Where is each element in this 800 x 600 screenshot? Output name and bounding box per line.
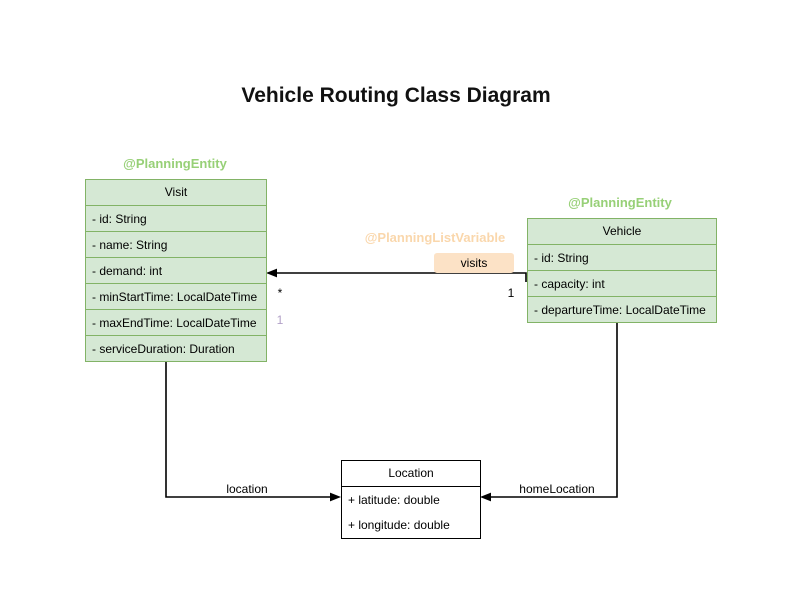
location-edge: [165, 362, 331, 498]
visit-planning-entity-annotation[interactable]: @PlanningEntity: [123, 156, 227, 171]
planning-list-variable-annotation[interactable]: @PlanningListVariable: [364, 230, 506, 245]
class-vehicle-attribute-departure-time: - departureTime: LocalDateTime: [528, 296, 716, 322]
diagram-title: Vehicle Routing Class Diagram: [241, 84, 551, 107]
class-vehicle-title: Vehicle: [602, 224, 642, 238]
visits-faded-multiplicity[interactable]: 1: [276, 313, 284, 327]
class-visit-attribute-demand: - demand: int: [86, 257, 266, 283]
vehicle-planning-entity-annotation[interactable]: @PlanningEntity: [568, 195, 672, 210]
class-visit-attribute-min-start-time: - minStartTime: LocalDateTime: [86, 283, 266, 309]
class-visit-attribute-max-end-time: - maxEndTime: LocalDateTime: [86, 309, 266, 335]
visits-source-multiplicity[interactable]: 1: [507, 286, 515, 300]
class-visit-attribute-name: - name: String: [86, 231, 266, 257]
location-edge-label[interactable]: location: [226, 482, 268, 496]
class-location-attribute-latitude: + latitude: double: [342, 486, 480, 512]
home-location-edge-label[interactable]: homeLocation: [519, 482, 595, 496]
class-visit-attribute-service-duration: - serviceDuration: Duration: [86, 335, 266, 361]
class-location[interactable]: Location + latitude: double + longitude:…: [341, 460, 481, 539]
class-location-attribute-longitude: + longitude: double: [348, 518, 450, 532]
home-location-edge: [490, 323, 618, 498]
visits-edge-label[interactable]: visits: [434, 253, 514, 273]
class-visit[interactable]: Visit - id: String - name: String - dema…: [85, 179, 267, 362]
class-vehicle-attribute-id: - id: String: [528, 244, 716, 270]
visits-target-multiplicity[interactable]: *: [277, 286, 283, 300]
visits-edge: [277, 272, 527, 282]
class-visit-title: Visit: [164, 185, 188, 199]
class-vehicle[interactable]: Vehicle - id: String - capacity: int - d…: [527, 218, 717, 323]
location-edge-arrowhead: [330, 492, 341, 502]
visits-edge-arrowhead: [266, 268, 277, 278]
class-visit-attribute-id: - id: String: [86, 205, 266, 231]
class-location-title: Location: [388, 466, 434, 480]
home-location-edge-arrowhead: [480, 492, 491, 502]
class-vehicle-attribute-capacity: - capacity: int: [528, 270, 716, 296]
